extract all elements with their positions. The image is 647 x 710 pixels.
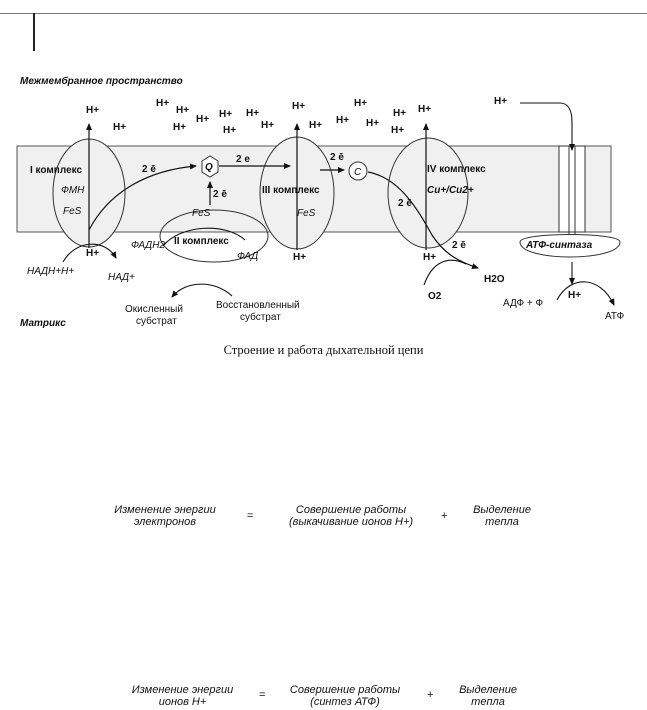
proton-label: H+ <box>393 108 406 119</box>
proton-labels: H+H+H+H+H+H+H+H+H+H+H+H+H+H+H+H+H+H+H+H+… <box>86 96 581 301</box>
equation-1-plus: + <box>441 510 448 522</box>
proton-label: H+ <box>293 252 306 263</box>
equation-1-middle-line: (выкачивание ионов H+) <box>288 516 414 528</box>
equation-2-right-line: тепла <box>471 696 505 708</box>
equation-2-left-line: ионов H+ <box>158 696 207 708</box>
complex-3-title: III комплекс <box>262 185 320 196</box>
equation-1-right-line: Выделение <box>473 504 531 516</box>
respiratory-chain-diagram: Межмембранное пространство Матрикс I ком… <box>16 75 625 329</box>
complex-1-fmn: ФМН <box>61 185 85 196</box>
equation-1-middle: Совершение работы (выкачивание ионов H+) <box>266 504 436 528</box>
proton-label: H+ <box>292 101 305 112</box>
c-label: C <box>354 167 362 178</box>
proton-label: H+ <box>309 120 322 131</box>
adp-label: АДФ + Ф <box>503 298 544 309</box>
proton-label: H+ <box>86 105 99 116</box>
fad-cycle-arrow <box>162 227 246 247</box>
equation-1-equals: = <box>247 510 254 522</box>
equation-1-left: Изменение энергии электронов <box>105 504 225 528</box>
proton-label: H+ <box>494 96 507 107</box>
equation-2-left-line: Изменение энергии <box>131 684 234 696</box>
proton-label: H+ <box>354 98 367 109</box>
atp-synthase-label: АТФ-синтаза <box>525 240 593 251</box>
atp-label: АТФ <box>605 311 625 322</box>
complex-4-cu: Cu+/Cu2+ <box>427 185 474 196</box>
equation-2-middle: Совершение работы (синтез АТФ) <box>280 684 410 708</box>
complex-4 <box>387 137 469 249</box>
oxidized-substrate-label: Окисленный <box>125 304 183 315</box>
proton-label: H+ <box>156 98 169 109</box>
complex-2-fad: ФАД <box>237 251 258 262</box>
electron-arrow <box>88 163 197 231</box>
equation-2-left: Изменение энергии ионов H+ <box>120 684 245 708</box>
equation-2-right: Выделение тепла <box>448 684 528 708</box>
equation-2-middle-line: Совершение работы <box>289 684 401 696</box>
atp-synthase-head <box>519 234 621 258</box>
proton-label: H+ <box>423 252 436 263</box>
q-label: Q <box>205 162 213 173</box>
proton-label: H+ <box>336 115 349 126</box>
equation-1-right-line: тепла <box>485 516 519 528</box>
electron-label: 2 ē <box>330 152 344 163</box>
electron-label: 2 ē <box>213 189 227 200</box>
electron-label: 2 ē <box>142 164 156 175</box>
complex-4-title: IV комплекс <box>427 164 486 175</box>
proton-label: H+ <box>173 122 186 133</box>
proton-label: H+ <box>366 118 379 129</box>
substrate-oxidation-arrow <box>171 283 233 298</box>
equation-1-middle-line: Совершение работы <box>295 504 407 516</box>
equation-2-right-line: Выделение <box>459 684 517 696</box>
proton-label: H+ <box>223 125 236 136</box>
figure-caption: Строение и работа дыхательной цепи <box>223 343 424 357</box>
proton-label: H+ <box>261 120 274 131</box>
nad-label: НАД+ <box>108 272 135 283</box>
proton-label: H+ <box>196 114 209 125</box>
equation-1-left-line: электронов <box>134 516 196 528</box>
proton-label: H+ <box>568 290 581 301</box>
equation-1-left-line: Изменение энергии <box>114 504 216 516</box>
proton-label: H+ <box>246 108 259 119</box>
matrix-label: Матрикс <box>20 318 66 329</box>
nadh-label: НАДН+H+ <box>27 266 74 277</box>
equation-1-right: Выделение тепла <box>462 504 542 528</box>
equation-2-middle-line: (синтез АТФ) <box>310 696 380 708</box>
electron-label: 2 e <box>236 154 250 165</box>
proton-return-arrow <box>520 102 575 151</box>
o2-label: O2 <box>428 291 442 302</box>
complex-1-title: I комплекс <box>30 165 82 176</box>
proton-label: H+ <box>219 109 232 120</box>
nadh-oxidation-arrow <box>62 243 117 263</box>
complex-2-title: II комплекс <box>174 236 229 247</box>
h2o-label: H2O <box>484 274 505 285</box>
proton-label: H+ <box>418 104 431 115</box>
equation-2-equals: = <box>259 689 266 701</box>
ubiquinone-q <box>201 155 219 178</box>
top-rule <box>0 13 647 14</box>
complex-3-fes: FeS <box>297 208 316 219</box>
electron-label: 2 ē <box>452 240 466 251</box>
complex-2-fes: FeS <box>192 208 211 219</box>
cytochrome-c <box>348 161 368 181</box>
complex-1-fes: FeS <box>63 206 82 217</box>
complex-2-fadh2: ФАДН2 <box>131 240 165 251</box>
proton-label: H+ <box>391 125 404 136</box>
complex-2 <box>159 209 269 263</box>
electron-label: 2 ē <box>398 198 412 209</box>
proton-label: H+ <box>86 248 99 259</box>
electron-to-oxygen-arrow <box>367 171 479 269</box>
reduced-substrate-label: субстрат <box>240 311 281 323</box>
intermembrane-space-label: Межмембранное пространство <box>20 75 183 87</box>
oxygen-reduction-arrow <box>423 259 467 286</box>
oxidized-substrate-label: субстрат <box>136 315 177 327</box>
margin-bar <box>33 13 35 51</box>
atp-synthase-channel <box>558 145 586 233</box>
equation-2-plus: + <box>427 689 434 701</box>
atp-formation-arrow <box>556 281 615 306</box>
reduced-substrate-label: Восстановленный <box>216 300 300 311</box>
proton-label: H+ <box>176 105 189 116</box>
proton-label: H+ <box>113 122 126 133</box>
